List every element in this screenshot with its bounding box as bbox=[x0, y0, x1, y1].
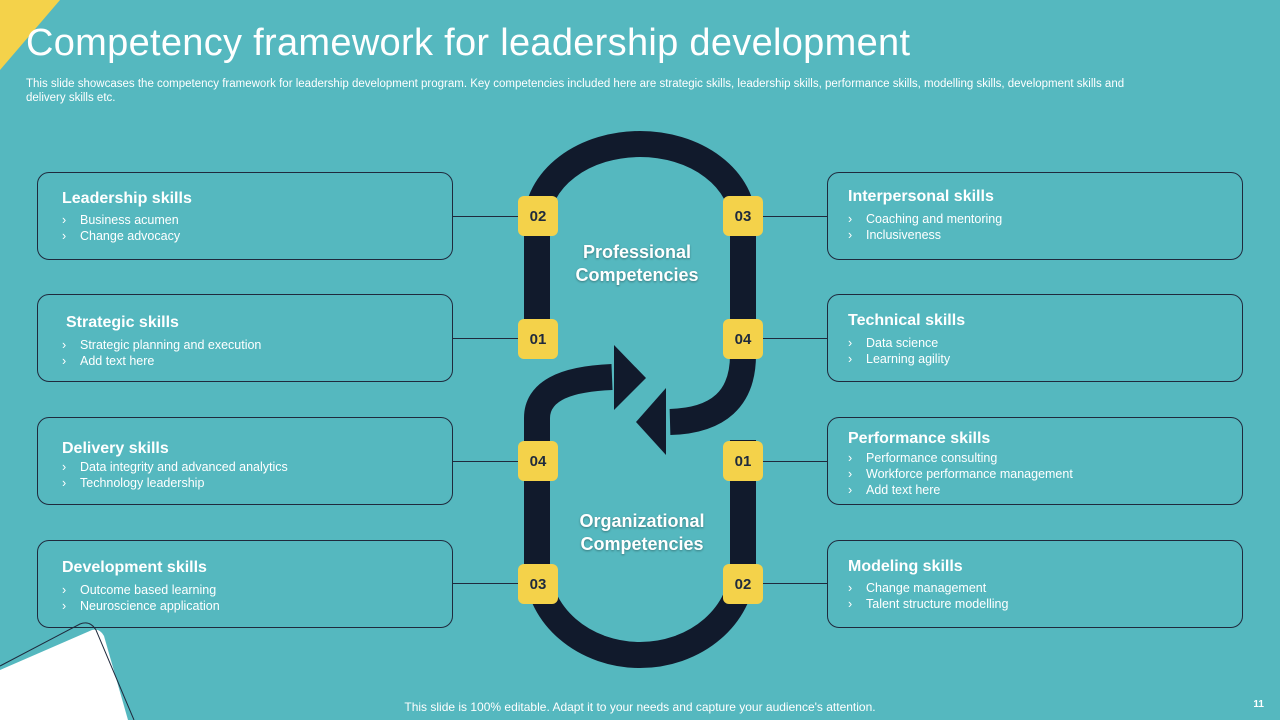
card-items: Business acumen Change advocacy bbox=[62, 212, 180, 244]
card-item: Technology leadership bbox=[62, 475, 288, 491]
card-item: Business acumen bbox=[62, 212, 180, 228]
card-item: Change management bbox=[848, 580, 1008, 596]
card-item: Change advocacy bbox=[62, 228, 180, 244]
connector-line bbox=[762, 461, 828, 462]
professional-competencies-label: Professional Competencies bbox=[557, 241, 717, 287]
badge-left-3: 04 bbox=[518, 441, 558, 481]
card-item: Learning agility bbox=[848, 351, 950, 367]
organizational-line-2: Competencies bbox=[580, 534, 704, 554]
card-title: Leadership skills bbox=[62, 190, 192, 207]
organizational-loop bbox=[524, 364, 756, 668]
card-item: Outcome based learning bbox=[62, 582, 220, 598]
card-title: Performance skills bbox=[848, 430, 991, 447]
connector-line bbox=[762, 583, 828, 584]
badge-right-3: 01 bbox=[723, 441, 763, 481]
connector-line bbox=[453, 338, 519, 339]
card-item: Add text here bbox=[848, 482, 1073, 498]
card-title: Interpersonal skills bbox=[848, 188, 994, 205]
organizational-competencies-label: Organizational Competencies bbox=[557, 510, 727, 556]
card-title: Strategic skills bbox=[66, 314, 179, 331]
card-item: Coaching and mentoring bbox=[848, 211, 1002, 227]
badge-right-4: 02 bbox=[723, 564, 763, 604]
professional-line-2: Competencies bbox=[575, 265, 699, 285]
development-skills-card: Development skills Outcome based learnin… bbox=[37, 540, 453, 628]
technical-skills-card: Technical skills Data science Learning a… bbox=[827, 294, 1243, 382]
card-title: Delivery skills bbox=[62, 440, 169, 457]
corner-outline bbox=[0, 622, 135, 720]
badge-right-2: 04 bbox=[723, 319, 763, 359]
card-items: Coaching and mentoring Inclusiveness bbox=[848, 211, 1002, 243]
card-items: Data science Learning agility bbox=[848, 335, 950, 367]
card-item: Talent structure modelling bbox=[848, 596, 1008, 612]
card-item: Data science bbox=[848, 335, 950, 351]
badge-right-1: 03 bbox=[723, 196, 763, 236]
card-items: Data integrity and advanced analytics Te… bbox=[62, 459, 288, 491]
card-items: Performance consulting Workforce perform… bbox=[848, 450, 1073, 498]
connector-line bbox=[762, 216, 828, 217]
card-title: Technical skills bbox=[848, 312, 966, 329]
badge-left-4: 03 bbox=[518, 564, 558, 604]
connector-line bbox=[453, 461, 519, 462]
card-title: Development skills bbox=[62, 559, 207, 576]
slide-subtitle: This slide showcases the competency fram… bbox=[26, 78, 1125, 104]
leadership-skills-card: Leadership skills Business acumen Change… bbox=[37, 172, 453, 260]
card-item: Workforce performance management bbox=[848, 466, 1073, 482]
slide-title: Competency framework for leadership deve… bbox=[26, 22, 911, 64]
footer-text: This slide is 100% editable. Adapt it to… bbox=[404, 700, 876, 714]
badge-left-1: 02 bbox=[518, 196, 558, 236]
organizational-line-1: Organizational bbox=[579, 511, 705, 531]
professional-line-1: Professional bbox=[582, 242, 692, 262]
card-item: Data integrity and advanced analytics bbox=[62, 459, 288, 475]
connector-line bbox=[453, 583, 519, 584]
white-corner-shape bbox=[0, 629, 128, 720]
card-item: Performance consulting bbox=[848, 450, 1073, 466]
page-number: 11 bbox=[1253, 699, 1264, 710]
left-arrowhead bbox=[636, 388, 666, 455]
card-items: Strategic planning and execution Add tex… bbox=[62, 337, 261, 369]
connector-line bbox=[762, 338, 828, 339]
professional-loop bbox=[524, 131, 756, 435]
strategic-skills-card: Strategic skills Strategic planning and … bbox=[37, 294, 453, 382]
interpersonal-skills-card: Interpersonal skills Coaching and mentor… bbox=[827, 172, 1243, 260]
card-items: Outcome based learning Neuroscience appl… bbox=[62, 582, 220, 614]
card-items: Change management Talent structure model… bbox=[848, 580, 1008, 612]
card-item: Inclusiveness bbox=[848, 227, 1002, 243]
modeling-skills-card: Modeling skills Change management Talent… bbox=[827, 540, 1243, 628]
connector-line bbox=[453, 216, 519, 217]
corner-triangle-decoration bbox=[0, 0, 60, 70]
performance-skills-card: Performance skills Performance consultin… bbox=[827, 417, 1243, 505]
card-item: Strategic planning and execution bbox=[62, 337, 261, 353]
delivery-skills-card: Delivery skills Data integrity and advan… bbox=[37, 417, 453, 505]
badge-left-2: 01 bbox=[518, 319, 558, 359]
card-title: Modeling skills bbox=[848, 558, 963, 575]
card-item: Add text here bbox=[62, 353, 261, 369]
card-item: Neuroscience application bbox=[62, 598, 220, 614]
right-arrowhead bbox=[614, 345, 646, 410]
